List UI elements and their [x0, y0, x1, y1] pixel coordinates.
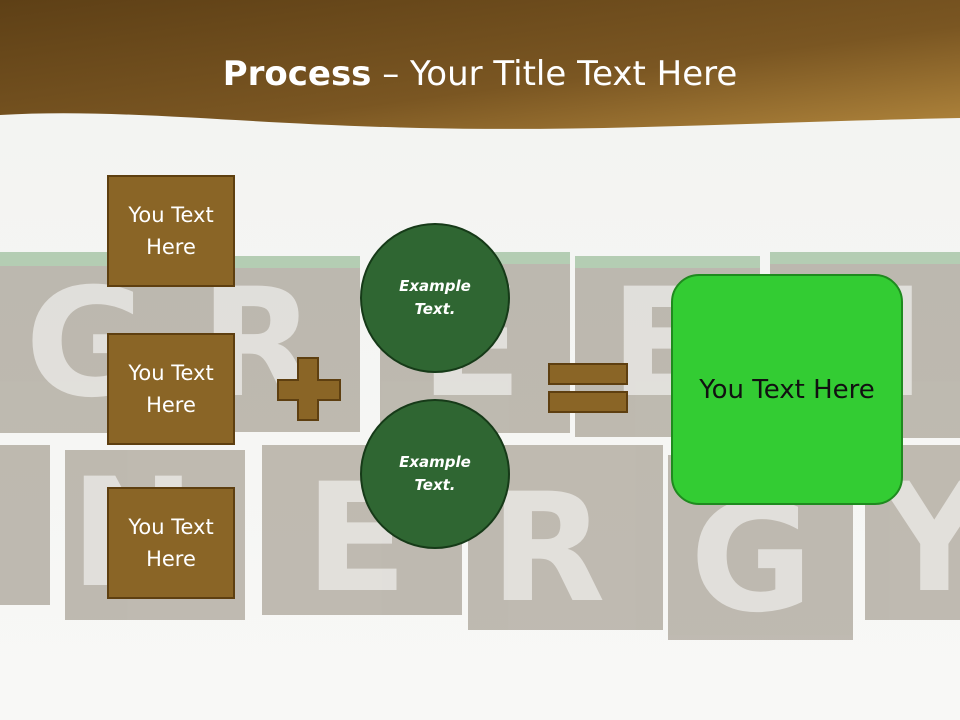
example-circle-1[interactable]: Example Text.: [360, 223, 510, 373]
text-box-2-label: You Text Here: [128, 361, 214, 417]
text-box-2[interactable]: You Text Here: [107, 333, 235, 445]
text-box-1[interactable]: You Text Here: [107, 175, 235, 287]
example-circle-1-label: Example Text.: [399, 277, 471, 318]
result-box-label: You Text Here: [699, 374, 875, 405]
plus-icon: [277, 357, 341, 421]
svg-text:R: R: [490, 462, 606, 636]
example-circle-2-label: Example Text.: [399, 453, 471, 494]
header-banner: [0, 0, 960, 129]
example-circle-2[interactable]: Example Text.: [360, 399, 510, 549]
text-box-3[interactable]: You Text Here: [107, 487, 235, 599]
text-box-3-label: You Text Here: [128, 515, 214, 571]
title-bold: Process: [222, 54, 372, 94]
result-box[interactable]: You Text Here: [671, 274, 903, 505]
title-rest: – Your Title Text Here: [371, 54, 738, 94]
equals-icon: [548, 363, 628, 413]
page-title: Process – Your Title Text Here: [0, 52, 960, 96]
text-box-1-label: You Text Here: [128, 203, 214, 259]
